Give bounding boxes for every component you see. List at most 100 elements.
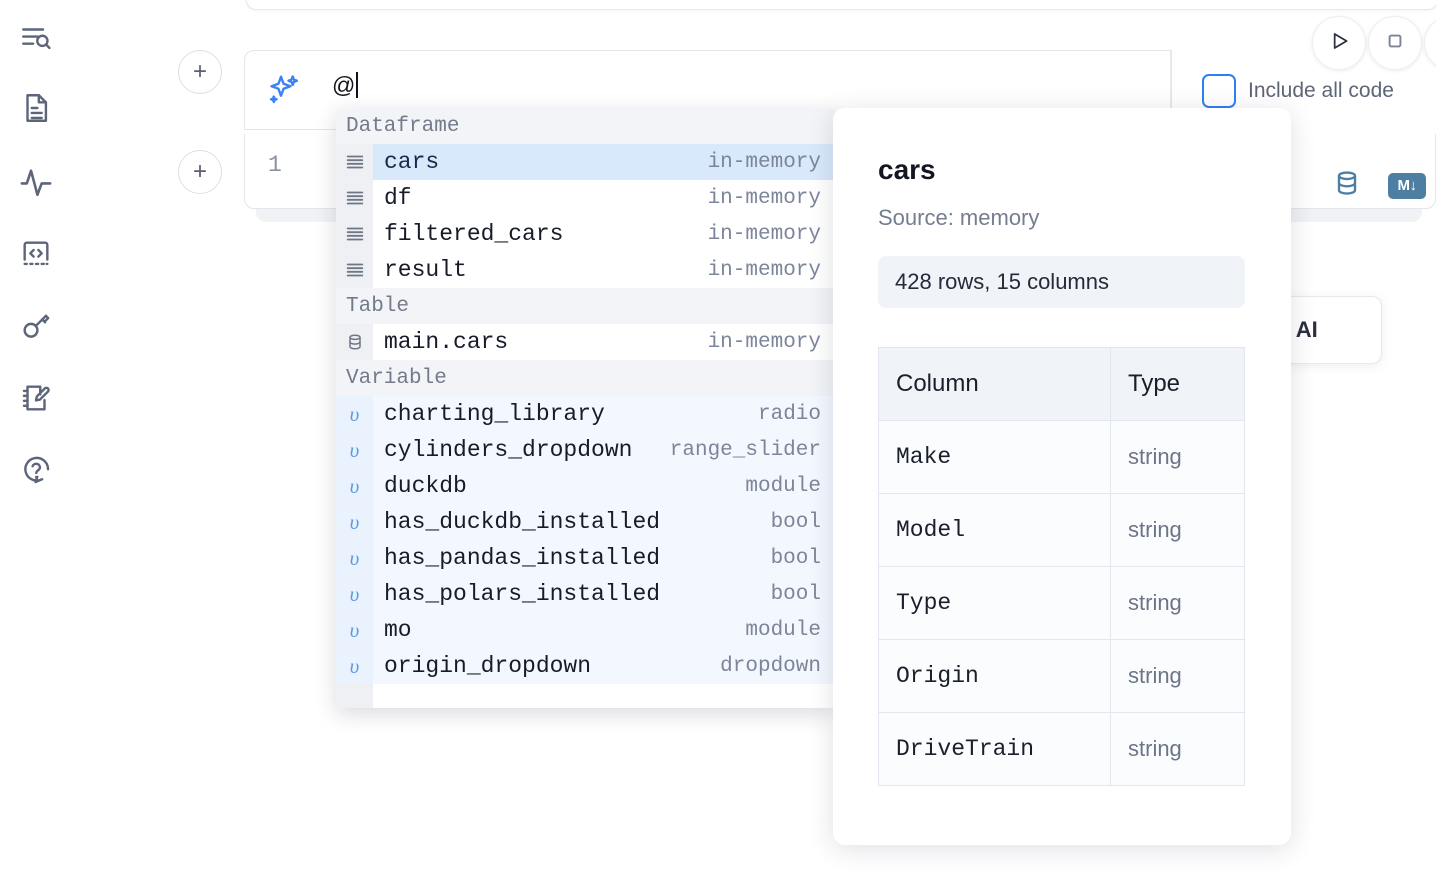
sidebar-item-file-explorer-search[interactable] xyxy=(12,14,60,62)
variable-icon: υ xyxy=(336,468,373,504)
variable-icon: υ xyxy=(336,576,373,612)
plus-icon: + xyxy=(192,58,207,85)
schema-table-header-row: Column Type xyxy=(878,347,1245,421)
schema-cell-type: string xyxy=(1110,639,1245,713)
autocomplete-dropdown[interactable]: Dataframe cars in-memory df in-memory filtere… xyxy=(336,108,835,708)
schema-header-type: Type xyxy=(1110,347,1245,421)
autocomplete-item-type: in-memory xyxy=(707,150,821,174)
sidebar-item-activity[interactable] xyxy=(12,158,60,206)
autocomplete-item-name: charting_library xyxy=(384,401,605,427)
autocomplete-item-name: origin_dropdown xyxy=(384,653,592,679)
add-cell-below-button[interactable]: + xyxy=(178,150,222,194)
autocomplete-item[interactable]: result in-memory xyxy=(336,252,835,288)
plus-icon: + xyxy=(192,158,207,185)
sidebar-item-snippets[interactable] xyxy=(12,230,60,278)
detail-source: Source: memory xyxy=(878,205,1040,230)
autocomplete-item-type: radio xyxy=(757,402,821,426)
stop-button[interactable] xyxy=(1368,16,1422,70)
autocomplete-item-name: df xyxy=(384,185,412,211)
include-all-code-checkbox[interactable] xyxy=(1202,74,1236,108)
sidebar-item-scratchpad[interactable] xyxy=(12,374,60,422)
activity-pulse-icon xyxy=(19,165,53,199)
markdown-label: M xyxy=(1397,177,1411,194)
autocomplete-item-type: module xyxy=(745,618,821,642)
database-icon[interactable] xyxy=(1332,168,1362,203)
ai-prompt-value: @ xyxy=(332,72,356,98)
sidebar-item-help[interactable] xyxy=(12,446,60,494)
play-icon xyxy=(1326,28,1352,59)
more-actions-button[interactable] xyxy=(1424,16,1436,70)
autocomplete-item-name: cars xyxy=(384,149,440,175)
autocomplete-item-name: mo xyxy=(384,617,412,643)
schema-cell-column: Model xyxy=(878,493,1111,567)
schema-cell-type: string xyxy=(1110,712,1245,786)
autocomplete-item-type: module xyxy=(745,474,821,498)
dataframe-icon xyxy=(336,180,373,216)
include-all-code-row[interactable]: Include all code xyxy=(1202,74,1394,108)
dataframe-icon xyxy=(336,252,373,288)
sidebar-item-secrets[interactable] xyxy=(12,302,60,350)
schema-cell-column: DriveTrain xyxy=(878,712,1111,786)
detail-title: cars xyxy=(878,154,936,185)
document-icon xyxy=(19,91,53,125)
schema-cell-column: Make xyxy=(878,420,1111,494)
code-brackets-icon xyxy=(19,237,53,271)
schema-cell-column: Origin xyxy=(878,639,1111,713)
dataframe-icon xyxy=(336,144,373,180)
divider xyxy=(1170,50,1171,128)
ai-prompt-text: @ xyxy=(332,72,359,99)
autocomplete-item-type: in-memory xyxy=(707,258,821,282)
autocomplete-item-name: cylinders_dropdown xyxy=(384,437,633,463)
autocomplete-group-header: Variable xyxy=(336,360,835,396)
autocomplete-item-name: result xyxy=(384,257,467,283)
autocomplete-item-name: filtered_cars xyxy=(384,221,564,247)
file-explorer-search-icon xyxy=(19,21,53,55)
variable-icon: υ xyxy=(336,612,373,648)
cell-action-icons: M↓ xyxy=(1332,168,1426,203)
previous-cell-edge xyxy=(246,0,1436,10)
variable-icon: υ xyxy=(336,540,373,576)
autocomplete-item[interactable]: cars in-memory xyxy=(336,144,835,180)
autocomplete-item-type: range_slider xyxy=(669,438,821,462)
key-icon xyxy=(19,309,53,343)
autocomplete-item-type: dropdown xyxy=(720,654,821,678)
autocomplete-item-type: bool xyxy=(770,546,821,570)
schema-header-column: Column xyxy=(878,347,1111,421)
sidebar-item-document[interactable] xyxy=(12,84,60,132)
markdown-icon[interactable]: M↓ xyxy=(1388,172,1426,199)
autocomplete-item-type: bool xyxy=(770,582,821,606)
autocomplete-item-type: bool xyxy=(770,510,821,534)
autocomplete-item-name: main.cars xyxy=(384,329,509,355)
autocomplete-item-name: duckdb xyxy=(384,473,467,499)
include-all-code-label: Include all code xyxy=(1248,79,1394,102)
variable-icon: υ xyxy=(336,432,373,468)
autocomplete-list: Dataframe cars in-memory df in-memory filtere… xyxy=(336,108,835,684)
run-button[interactable] xyxy=(1312,16,1366,70)
text-cursor xyxy=(356,72,359,98)
sparkle-icon xyxy=(266,72,302,108)
sidebar-rail xyxy=(0,0,72,874)
autocomplete-item[interactable]: υ cylinders_dropdown range_slider xyxy=(336,432,835,468)
dataframe-icon xyxy=(336,216,373,252)
autocomplete-item-type: in-memory xyxy=(707,186,821,210)
autocomplete-item[interactable]: df in-memory xyxy=(336,180,835,216)
add-cell-above-button[interactable]: + xyxy=(178,50,222,94)
autocomplete-group-header: Dataframe xyxy=(336,108,835,144)
schema-cell-type: string xyxy=(1110,566,1245,640)
help-chat-icon xyxy=(19,453,53,487)
autocomplete-item-name: has_duckdb_installed xyxy=(384,509,661,535)
